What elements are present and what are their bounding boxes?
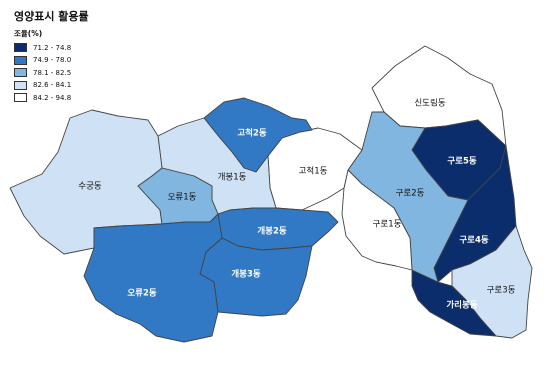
- legend-label: 84.2 - 94.8: [33, 93, 72, 102]
- region-label-guro5: 구로5동: [447, 157, 477, 167]
- region-label-gocheok1: 고척1동: [299, 167, 328, 177]
- region-label-suggung: 수궁동: [78, 182, 102, 192]
- region-label-gaebong2: 개봉2동: [257, 226, 287, 237]
- map-title: 영양표시 활용률: [14, 10, 89, 23]
- legend-item: 78.1 - 82.5: [14, 67, 71, 78]
- legend-item: 74.9 - 78.0: [14, 55, 71, 66]
- region-label-gocheok2: 고척2동: [237, 128, 267, 139]
- region-label-garibong: 가리봉동: [446, 300, 477, 311]
- legend-title: 조율(%): [14, 29, 43, 38]
- region-oryu1[interactable]: [137, 167, 219, 225]
- legend-label: 78.1 - 82.5: [33, 68, 72, 77]
- region-label-oryu1: 오류1동: [168, 193, 197, 203]
- legend-label: 71.2 - 74.8: [33, 43, 72, 52]
- region-label-guro3: 구로3동: [487, 286, 516, 296]
- region-garibong[interactable]: [411, 269, 497, 337]
- legend-swatch: [14, 68, 27, 77]
- region-label-guro2: 구로2동: [396, 189, 425, 199]
- region-label-gaebong3: 개봉3동: [231, 269, 261, 280]
- region-guro1[interactable]: [341, 169, 413, 271]
- region-label-gaebong1: 개봉1동: [218, 172, 247, 183]
- region-oryu2[interactable]: [83, 213, 223, 343]
- legend-item: 84.2 - 94.8: [14, 92, 71, 103]
- region-label-oryu2: 오류2동: [127, 289, 157, 299]
- legend-swatch: [14, 93, 27, 102]
- legend-item: 71.2 - 74.8: [14, 42, 71, 53]
- legend-swatch: [14, 43, 27, 52]
- region-label-guro4: 구로4동: [459, 236, 489, 246]
- legend-label: 74.9 - 78.0: [33, 56, 72, 64]
- region-label-sindorim: 신도림동: [414, 98, 445, 109]
- legend-item: 82.6 - 84.1: [14, 80, 71, 91]
- legend-swatch: [14, 55, 27, 65]
- legend-swatch: [14, 80, 27, 90]
- legend-label: 82.6 - 84.1: [33, 81, 72, 89]
- legend: 조율(%) 71.2 - 74.8 74.9 - 78.0 78.1 - 82.…: [14, 28, 71, 105]
- region-label-guro1: 구로1동: [373, 220, 402, 230]
